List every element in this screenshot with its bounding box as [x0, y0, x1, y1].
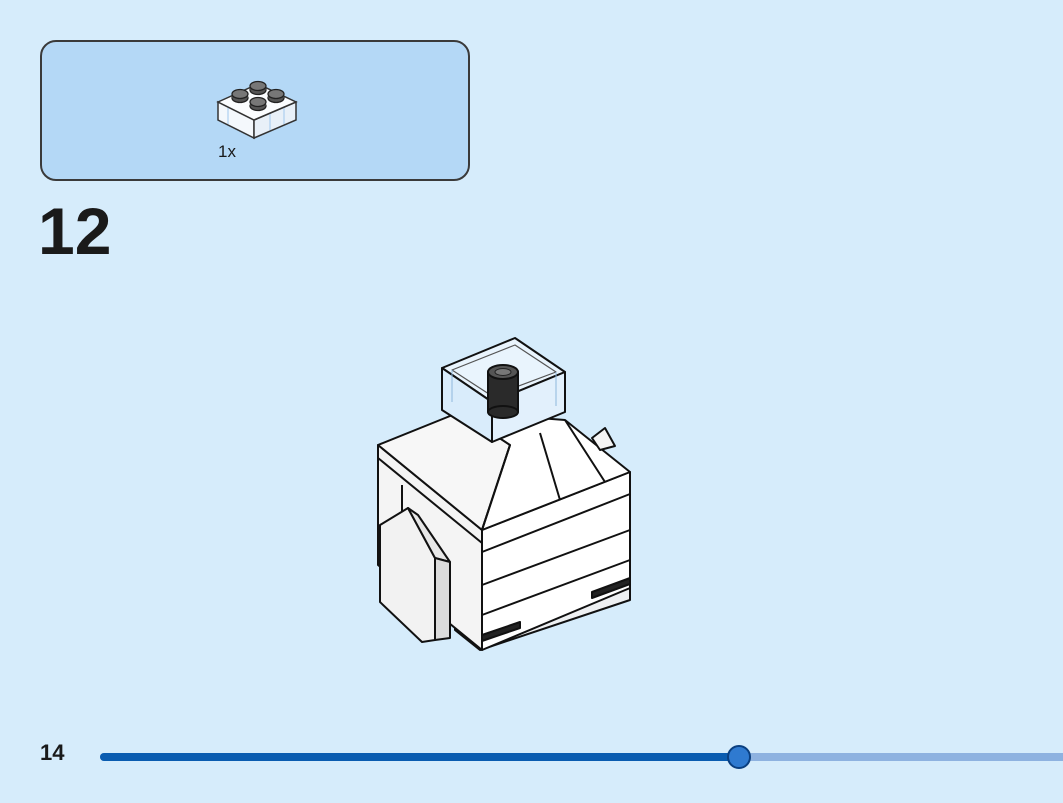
step-number: 12: [38, 194, 112, 268]
progress-knob: [727, 745, 752, 769]
brick-2x2-icon: [216, 80, 298, 140]
progress-bar: [100, 745, 1063, 769]
model-illustration: [377, 337, 631, 651]
page-number: 14: [40, 740, 65, 765]
part-quantity: 1x: [218, 142, 236, 161]
progress-fill: [100, 753, 739, 761]
parts-callout: 1x: [40, 40, 470, 181]
